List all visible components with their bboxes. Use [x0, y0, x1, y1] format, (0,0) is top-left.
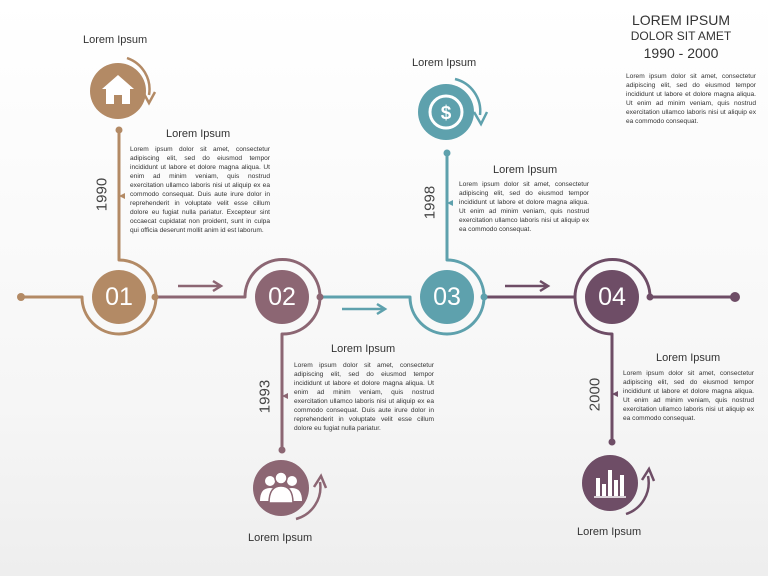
- icon-label-02: Lorem Ipsum: [248, 532, 313, 544]
- home-icon: [90, 56, 157, 119]
- year-04: 2000: [586, 377, 604, 412]
- step-text-01: Lorem ipsum dolor sit amet, consectetur …: [130, 146, 270, 234]
- step-title-04: Lorem Ipsum: [656, 352, 721, 364]
- step-text-03: Lorem ipsum dolor sit amet, consectetur …: [459, 181, 589, 233]
- step-text-02: Lorem ipsum dolor sit amet, consectetur …: [294, 362, 434, 432]
- header-body: Lorem ipsum dolor sit amet, consectetur …: [626, 73, 756, 125]
- stems: [117, 128, 614, 452]
- stem-ticks: [119, 193, 618, 399]
- step-number-04: 04: [598, 283, 626, 311]
- connector-dots: [17, 126, 740, 454]
- header: LOREM IPSUM DOLOR SIT AMET 1990 - 2000: [616, 12, 746, 63]
- year-02: 1993: [256, 379, 274, 414]
- step-title-03: Lorem Ipsum: [493, 164, 558, 176]
- header-subtitle: DOLOR SIT AMET: [630, 29, 732, 43]
- step-title-02: Lorem Ipsum: [331, 343, 396, 355]
- step-number-01: 01: [105, 283, 133, 311]
- bar-chart-icon: [582, 455, 656, 516]
- direction-arrows: [178, 279, 551, 316]
- step-number-02: 02: [268, 283, 296, 311]
- year-01: 1990: [93, 177, 111, 212]
- year-03: 1998: [421, 185, 439, 220]
- svg-text:$: $: [441, 103, 452, 124]
- step-text-04: Lorem ipsum dolor sit amet, consectetur …: [623, 370, 754, 422]
- icon-label-03: Lorem Ipsum: [412, 57, 477, 69]
- dollar-icon: $: [418, 77, 489, 140]
- step-title-01: Lorem Ipsum: [166, 128, 231, 140]
- icon-label-04: Lorem Ipsum: [577, 526, 642, 538]
- circle-arcs: [80, 258, 652, 336]
- header-title: LOREM IPSUM: [631, 12, 730, 28]
- number-circles: [92, 270, 639, 324]
- icon-label-01: Lorem Ipsum: [83, 34, 148, 46]
- step-number-03: 03: [433, 283, 461, 311]
- people-icon: [253, 460, 328, 521]
- header-range: 1990 - 2000: [643, 45, 719, 61]
